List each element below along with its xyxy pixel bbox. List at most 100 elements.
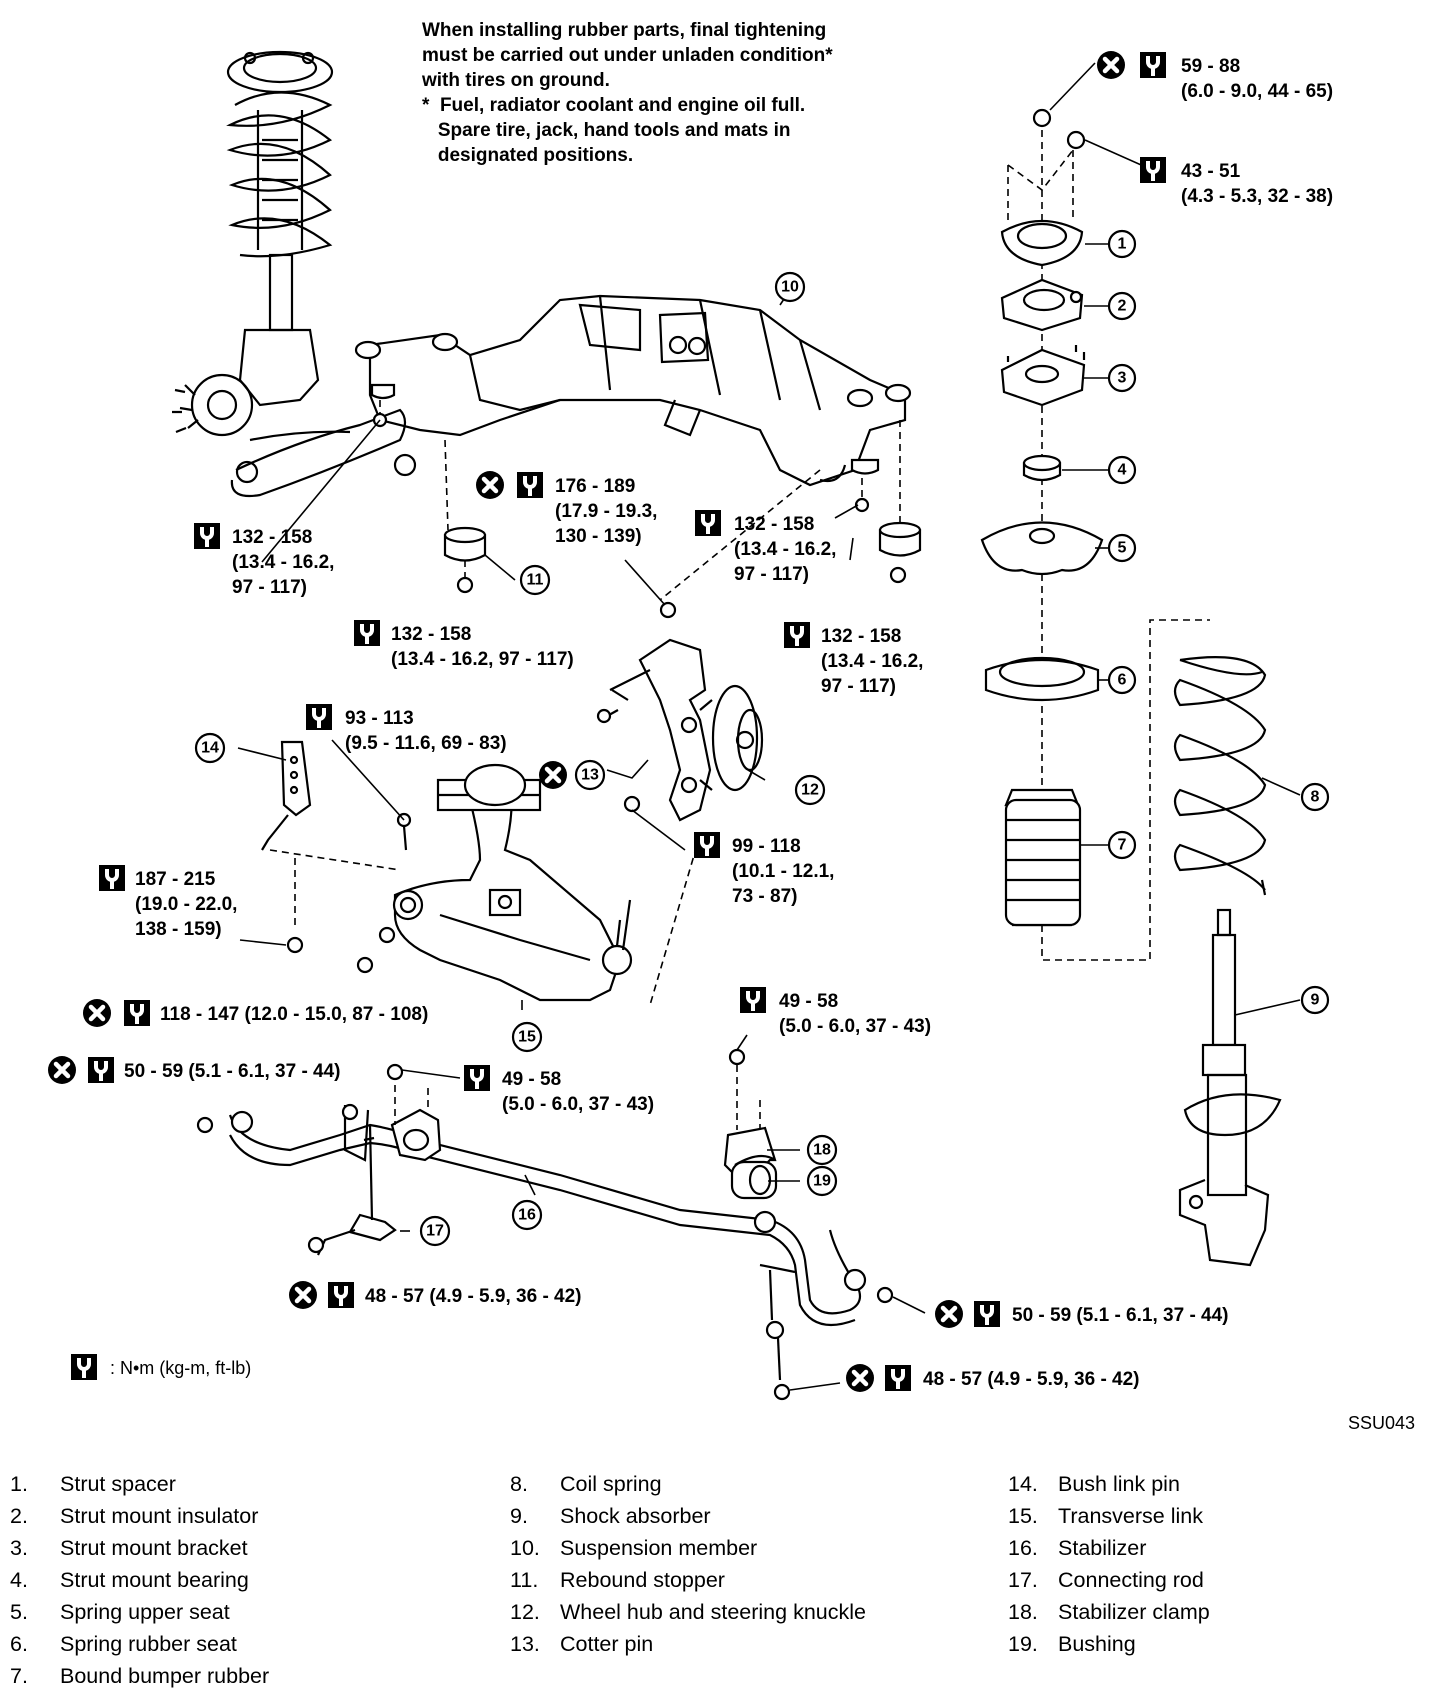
note-line-3: with tires on ground. xyxy=(421,70,610,91)
replace-x-icon xyxy=(289,1281,317,1309)
torque-99-118: 99 - 118 (10.1 - 12.1, 73 - 87) xyxy=(694,832,834,907)
bush-link-pin-drawing xyxy=(261,740,401,954)
svg-text:130 - 139): 130 - 139) xyxy=(555,526,642,547)
svg-text:4: 4 xyxy=(1118,462,1127,479)
svg-text:(5.0 - 6.0, 37 - 43): (5.0 - 6.0, 37 - 43) xyxy=(502,1094,654,1115)
legend-column-1: 1.Strut spacer 2.Strut mount insulator 3… xyxy=(10,1468,269,1692)
callout-11: 11 xyxy=(519,564,551,596)
legend-item: 3.Strut mount bracket xyxy=(10,1536,248,1560)
svg-text:17: 17 xyxy=(426,1223,444,1240)
torque-wrench-icon xyxy=(1140,157,1166,183)
torque-132-158-mid: 132 - 158 (13.4 - 16.2, 97 - 117) xyxy=(695,510,836,585)
torque-49-58-lower: 49 - 58 (5.0 - 6.0, 37 - 43) xyxy=(464,1065,654,1115)
installation-note: When installing rubber parts, final tigh… xyxy=(421,20,833,166)
callout-13: 13 xyxy=(574,759,606,791)
torque-wrench-icon xyxy=(194,523,220,549)
torque-132-158-left: 132 - 158 (13.4 - 16.2, 97 - 117) xyxy=(194,523,334,598)
svg-text:48 - 57 (4.9 - 5.9, 36 - 42): 48 - 57 (4.9 - 5.9, 36 - 42) xyxy=(923,1369,1140,1390)
svg-text:7: 7 xyxy=(1118,837,1127,854)
callout-18: 18 xyxy=(806,1134,838,1166)
svg-text:14: 14 xyxy=(201,740,219,757)
suspension-member-drawing xyxy=(354,294,912,487)
strut-stack-drawing xyxy=(980,108,1210,961)
torque-93-113: 93 - 113 (9.5 - 11.6, 69 - 83) xyxy=(306,704,507,754)
svg-text:50 - 59 (5.1 - 6.1, 37 - 44): 50 - 59 (5.1 - 6.1, 37 - 44) xyxy=(124,1061,341,1082)
assembled-strut-drawing xyxy=(172,50,417,498)
legend-item: 16.Stabilizer xyxy=(1008,1536,1147,1560)
replace-x-icon xyxy=(935,1300,963,1328)
legend-item: 5.Spring upper seat xyxy=(10,1600,230,1624)
svg-text:2: 2 xyxy=(1118,298,1127,315)
svg-text:8: 8 xyxy=(1311,789,1320,806)
torque-wrench-icon xyxy=(124,1000,150,1026)
torque-118-147: 118 - 147 (12.0 - 15.0, 87 - 108) xyxy=(83,999,428,1027)
torque-wrench-icon xyxy=(354,620,380,646)
svg-text:18: 18 xyxy=(813,1142,831,1159)
figure-code: SSU043 xyxy=(1348,1413,1415,1433)
torque-wrench-icon xyxy=(328,1282,354,1308)
legend-item: 18.Stabilizer clamp xyxy=(1008,1600,1210,1624)
callout-numbers: 1 2 3 4 5 6 7 8 9 10 11 12 13 14 15 16 1… xyxy=(194,229,1330,1247)
legend-item: 2.Strut mount insulator xyxy=(10,1504,259,1528)
legend-item: 9.Shock absorber xyxy=(510,1504,711,1528)
torque-wrench-icon xyxy=(71,1354,97,1380)
svg-text:(13.4 - 16.2,: (13.4 - 16.2, xyxy=(734,539,836,560)
svg-text:97 - 117): 97 - 117) xyxy=(821,676,896,697)
svg-text:1: 1 xyxy=(1118,236,1127,253)
replace-x-icon xyxy=(1097,51,1125,79)
svg-text:(5.0 - 6.0, 37 - 43): (5.0 - 6.0, 37 - 43) xyxy=(779,1016,931,1037)
units-note: : N•m (kg-m, ft-lb) xyxy=(71,1354,251,1380)
svg-text:(13.4 - 16.2,: (13.4 - 16.2, xyxy=(821,651,923,672)
svg-text:93 - 113: 93 - 113 xyxy=(345,708,414,729)
torque-50-59-right: 50 - 59 (5.1 - 6.1, 37 - 44) xyxy=(935,1300,1229,1328)
torque-wrench-icon xyxy=(885,1365,911,1391)
callout-4: 4 xyxy=(1107,455,1137,485)
svg-text:15: 15 xyxy=(518,1029,536,1046)
legend-item: 12.Wheel hub and steering knuckle xyxy=(510,1600,866,1624)
legend-column-2: 8.Coil spring 9.Shock absorber 10.Suspen… xyxy=(510,1468,866,1660)
svg-text:13: 13 xyxy=(581,767,599,784)
callout-8: 8 xyxy=(1300,782,1330,812)
svg-text:12: 12 xyxy=(801,782,819,799)
svg-text:138 - 159): 138 - 159) xyxy=(135,919,222,940)
replace-x-icon xyxy=(846,1364,874,1392)
callout-16: 16 xyxy=(511,1199,543,1231)
svg-text:132 - 158: 132 - 158 xyxy=(821,626,901,647)
svg-text:(6.0 - 9.0, 44 - 65): (6.0 - 9.0, 44 - 65) xyxy=(1181,81,1333,102)
replace-x-icon xyxy=(539,761,567,789)
callout-17: 17 xyxy=(419,1215,451,1247)
callout-2: 2 xyxy=(1107,291,1137,321)
svg-text:187 - 215: 187 - 215 xyxy=(135,869,216,890)
svg-text:9: 9 xyxy=(1311,992,1320,1009)
svg-text:5: 5 xyxy=(1118,540,1127,557)
torque-wrench-icon xyxy=(974,1301,1000,1327)
svg-text:49 - 58: 49 - 58 xyxy=(779,991,838,1012)
torque-wrench-icon xyxy=(306,704,332,730)
torque-48-57-left: 48 - 57 (4.9 - 5.9, 36 - 42) xyxy=(289,1281,582,1309)
torque-176-189: 176 - 189 (17.9 - 19.3, 130 - 139) xyxy=(476,471,657,547)
legend-item: 8.Coil spring xyxy=(510,1472,662,1496)
torque-132-158-lower: 132 - 158 (13.4 - 16.2, 97 - 117) xyxy=(354,620,574,670)
note-line-2: must be carried out under unladen condit… xyxy=(422,45,833,66)
svg-text:73 - 87): 73 - 87) xyxy=(732,886,797,907)
legend-item: 4.Strut mount bearing xyxy=(10,1568,249,1592)
svg-text:43 - 51: 43 - 51 xyxy=(1181,161,1241,182)
legend-item: 13.Cotter pin xyxy=(510,1632,654,1656)
torque-43-51: 43 - 51 (4.3 - 5.3, 32 - 38) xyxy=(1140,157,1333,207)
callout-14: 14 xyxy=(194,732,226,764)
units-note-text: : N•m (kg-m, ft-lb) xyxy=(110,1358,251,1378)
legend-item: 17.Connecting rod xyxy=(1008,1568,1204,1592)
torque-wrench-icon xyxy=(517,472,543,498)
svg-text:99 - 118: 99 - 118 xyxy=(732,836,801,857)
legend-item: 6.Spring rubber seat xyxy=(10,1632,237,1656)
transverse-link-drawing xyxy=(356,763,633,1002)
svg-text:11: 11 xyxy=(527,572,544,589)
callout-3: 3 xyxy=(1107,363,1137,393)
svg-text:3: 3 xyxy=(1118,370,1127,387)
torque-49-58-upper: 49 - 58 (5.0 - 6.0, 37 - 43) xyxy=(740,987,931,1037)
torque-50-59-left: 50 - 59 (5.1 - 6.1, 37 - 44) xyxy=(48,1056,341,1084)
cotter-pin-x xyxy=(539,761,567,789)
callout-5: 5 xyxy=(1107,533,1137,563)
svg-text:(17.9 - 19.3,: (17.9 - 19.3, xyxy=(555,501,657,522)
torque-wrench-icon xyxy=(784,622,810,648)
